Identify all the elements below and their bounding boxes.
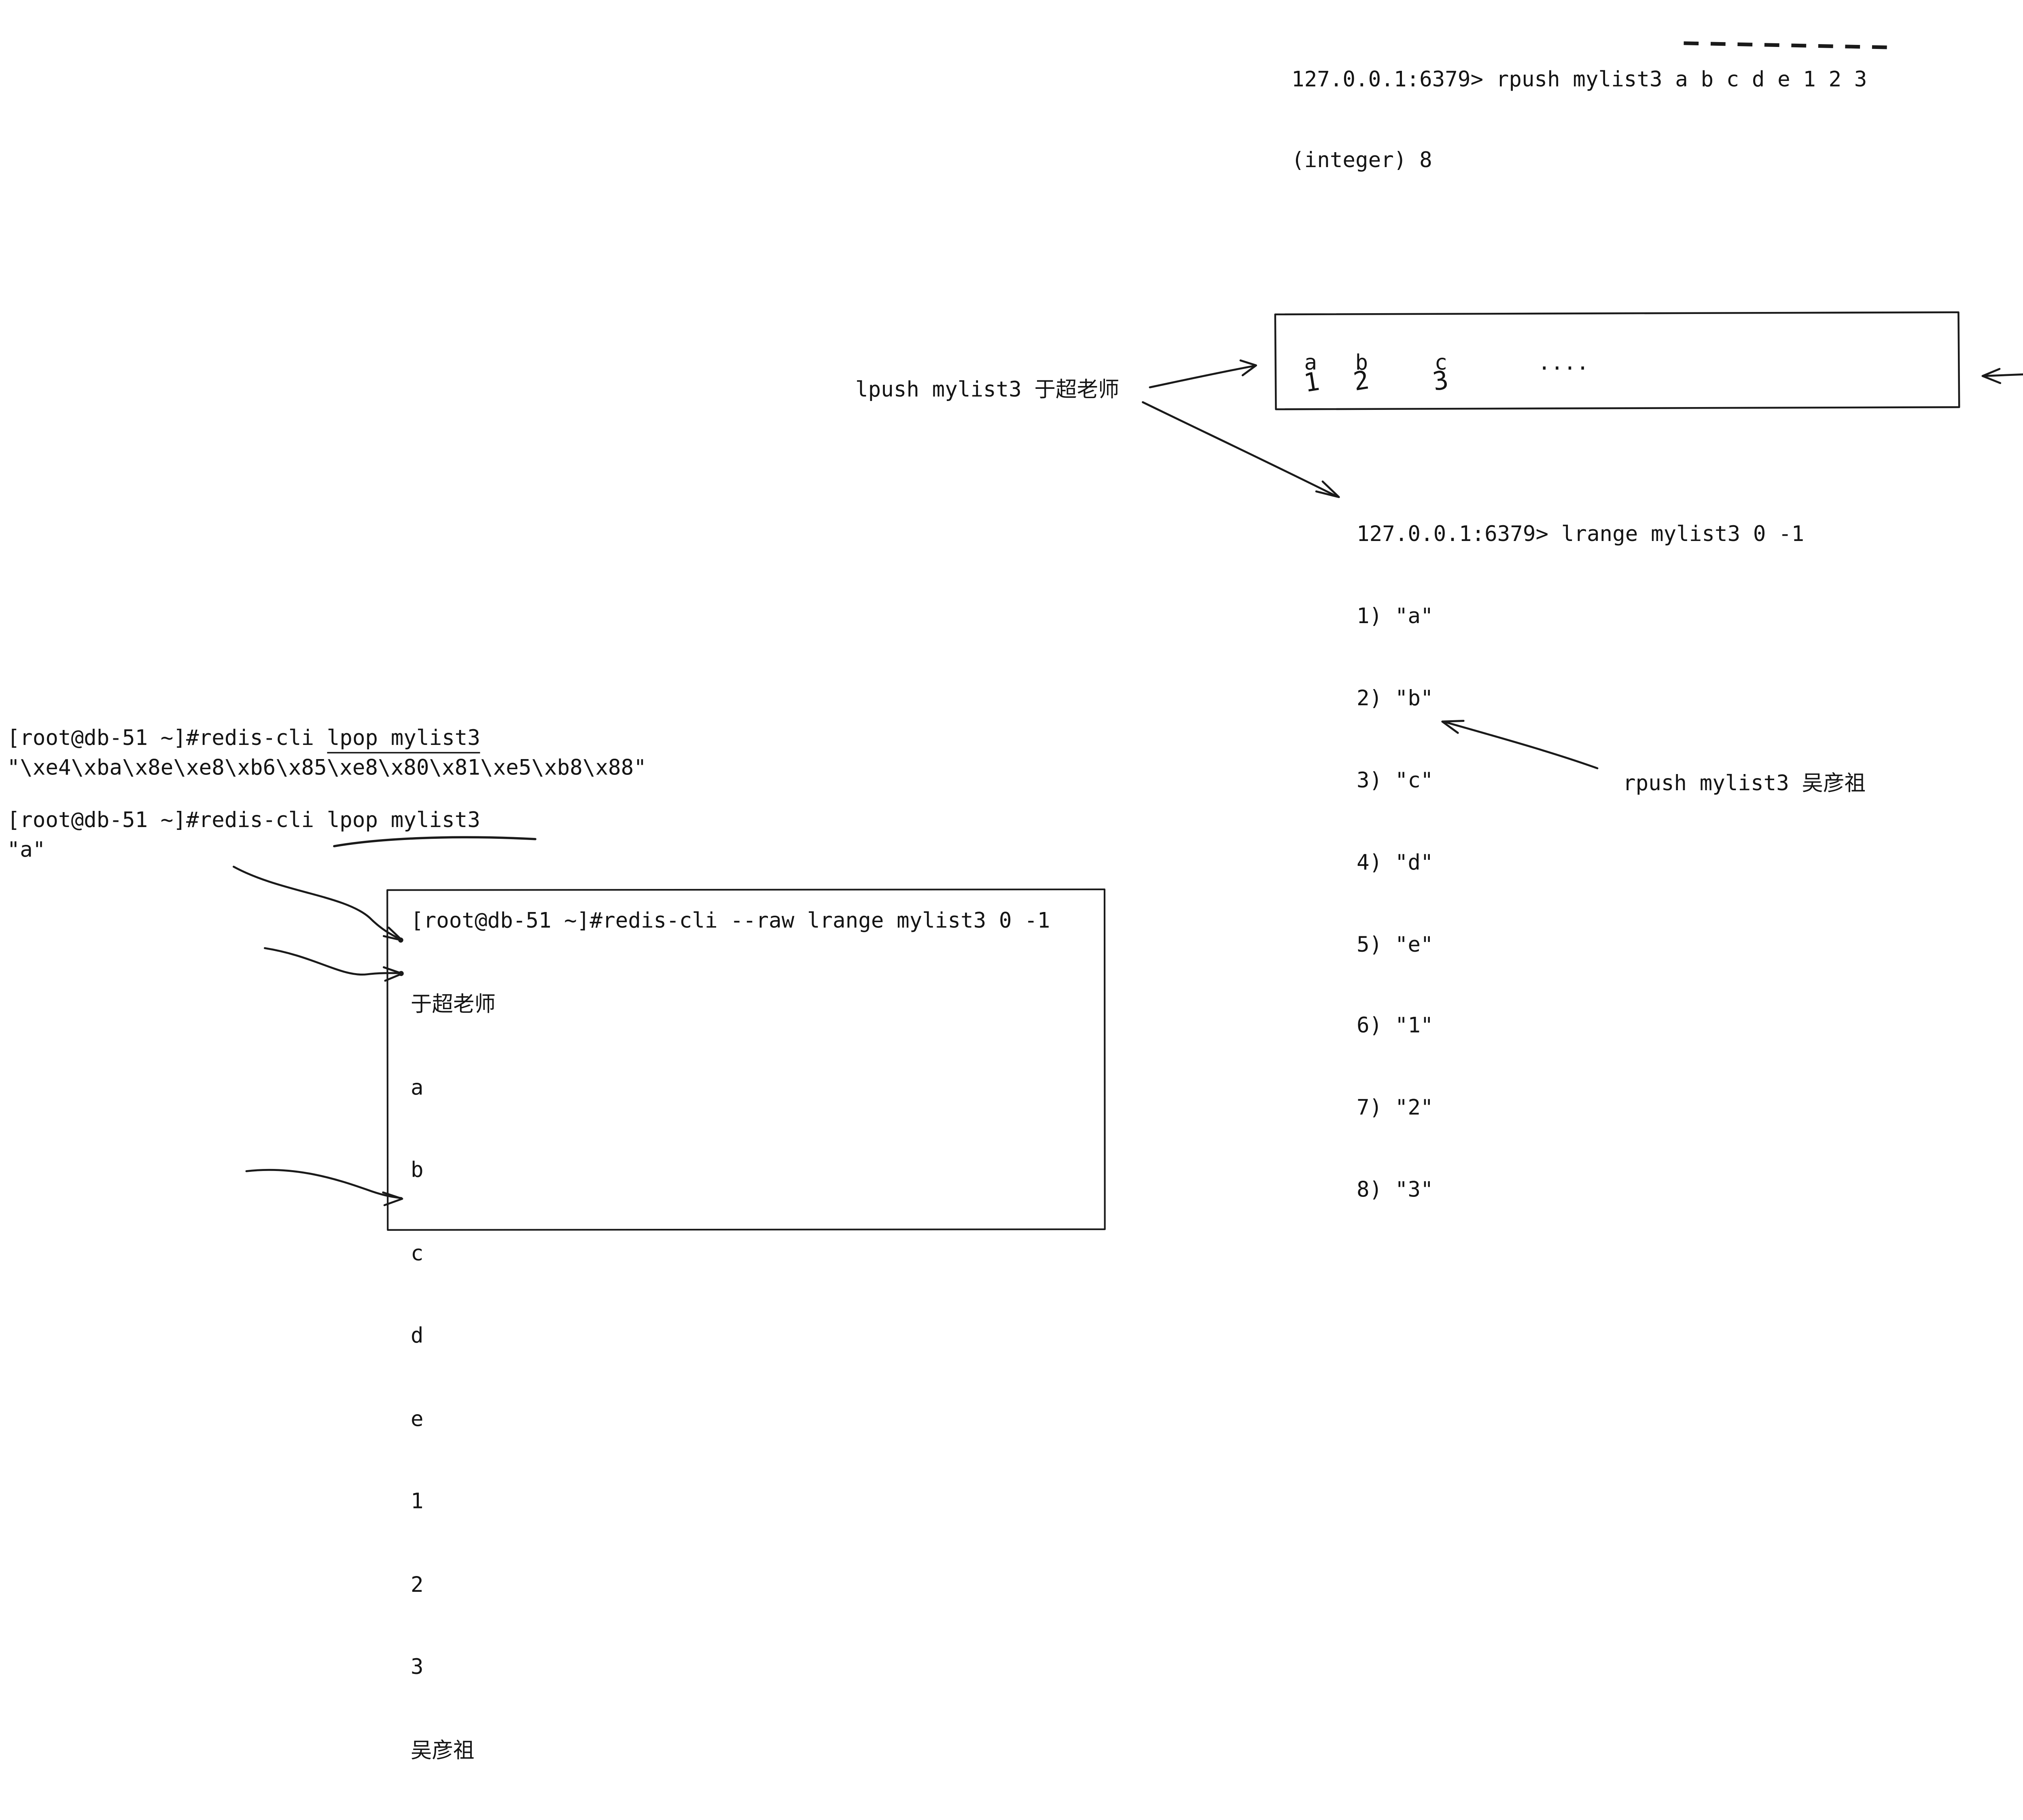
annotations-layer [233, 41, 2023, 1231]
rpush-wu-arrow-head [1441, 720, 1465, 734]
rpush-arrow [1983, 373, 2023, 377]
dashed-underline [1684, 41, 1892, 49]
raw-line-3: b [411, 1157, 424, 1183]
lrange-arrow-head [1315, 480, 1340, 498]
lpush-label: lpush mylist3 于超老师 [855, 377, 1120, 402]
lpop-output-1: "\xe4\xba\x8e\xe8\xb6\x85\xe8\x80\x81\xe… [7, 755, 647, 781]
lpush-arrow-head [1239, 359, 1257, 376]
tail-arrow-head [382, 1191, 403, 1206]
pop-a-arrow-dot [399, 971, 404, 976]
rpush-result-line: (integer) 8 [1291, 148, 1432, 174]
lpop-cmd1-underlined: lpop mylist3 [327, 725, 481, 753]
list-box-item-a: a [1304, 350, 1317, 375]
raw-line-7: 1 [411, 1488, 424, 1514]
tail-arrow [245, 1169, 403, 1199]
rpush-wu-label: rpush mylist3 吴彦祖 [1623, 770, 1866, 796]
rpush-arrow-head [1981, 368, 2002, 384]
lrange-line-1: 1) "a" [1357, 603, 1433, 629]
pop-head-arrow-dot [398, 937, 403, 943]
raw-output-box-outline [386, 888, 1106, 1231]
lpush-arrow [1149, 365, 1254, 388]
raw-line-10: 吴彦祖 [411, 1737, 475, 1763]
lpop-output-2: "a" [7, 837, 46, 863]
raw-line-6: e [411, 1406, 424, 1432]
hand-underline [333, 836, 536, 848]
rpush-terminal: 127.0.0.1:6379> rpush mylist3 a b c d e … [1291, 11, 1867, 230]
list-box-dots: .... [1538, 350, 1589, 375]
lrange-line-8: 8) "3" [1357, 1177, 1433, 1203]
lrange-command-line: 127.0.0.1:6379> lrange mylist3 0 -1 [1357, 521, 1805, 547]
lrange-terminal: 127.0.0.1:6379> lrange mylist3 0 -1 1) "… [1357, 467, 1804, 1259]
list-box-item-c: c [1434, 350, 1448, 375]
list-box-item-b: b [1355, 350, 1368, 375]
lrange-arrow [1142, 401, 1338, 498]
lpop-cmd1-prefix: [root@db-51 ~]#redis-cli [7, 725, 327, 751]
lrange-line-5: 5) "e" [1357, 931, 1433, 957]
raw-line-5: d [411, 1323, 424, 1349]
lpop-command-1: [root@db-51 ~]#redis-cli lpop mylist3 [7, 725, 481, 753]
lrange-line-3: 3) "c" [1357, 767, 1433, 793]
raw-line-9: 3 [411, 1654, 424, 1680]
raw-output-lines: 于超老师 a b c d e 1 2 3 吴彦祖 [411, 937, 496, 1820]
lrange-line-7: 7) "2" [1357, 1095, 1433, 1121]
lrange-line-2: 2) "b" [1357, 685, 1433, 711]
whiteboard-canvas: 127.0.0.1:6379> rpush mylist3 a b c d e … [7, 11, 2023, 1763]
list-box-outline [1274, 311, 1960, 410]
pop-a-arrow [264, 947, 402, 976]
rpush-command-line: 127.0.0.1:6379> rpush mylist3 a b c d e … [1291, 66, 1867, 92]
lrange-line-4: 4) "d" [1357, 849, 1433, 875]
lpop-command-2: [root@db-51 ~]#redis-cli lpop mylist3 [7, 807, 480, 833]
raw-line-2: a [411, 1074, 424, 1100]
rpush-wu-arrow [1445, 721, 1599, 770]
lrange-line-6: 6) "1" [1357, 1013, 1433, 1039]
raw-line-4: c [411, 1240, 424, 1266]
raw-line-8: 2 [411, 1571, 424, 1597]
raw-line-1: 于超老师 [411, 991, 496, 1017]
raw-command-line: [root@db-51 ~]#redis-cli --raw lrange my… [411, 908, 1050, 933]
pop-head-arrow [233, 865, 403, 941]
